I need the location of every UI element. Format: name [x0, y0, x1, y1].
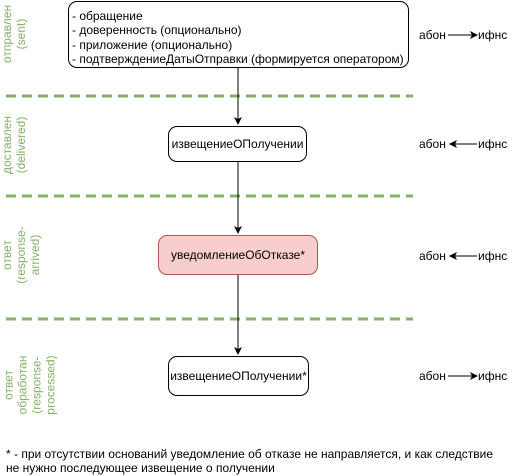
response-document-label: уведомлениеОбОтказе*: [170, 248, 306, 262]
stage-label-response-arrived: получен ответ (response-arrived): [0, 226, 42, 284]
party-from-label: абон: [419, 28, 446, 42]
party-from-label: абон: [419, 369, 446, 383]
sent-item-send-date-confirmation: - подтверждениеДатыОтправки (формируется…: [72, 52, 404, 67]
stage-label-response-processed: ответ обработан (response- processed): [1, 355, 58, 415]
delivered-document-box: извещениеОПолучении: [168, 126, 307, 162]
delivered-document-label: извещениеОПолучении: [171, 137, 304, 151]
sent-documents-box: - обращение - доверенность (опционально)…: [68, 1, 409, 68]
sent-item-appeal: - обращение: [72, 9, 143, 23]
party-to-label: ифнс: [478, 369, 508, 383]
party-from-label: абон: [419, 249, 446, 263]
processed-document-label: извещениеОПолучении*: [170, 369, 307, 383]
stage-label-sent: отправлен (sent): [0, 4, 28, 64]
party-to-label: ифнс: [478, 28, 508, 42]
party-to-label: ифнс: [478, 249, 508, 263]
response-document-box: уведомлениеОбОтказе*: [158, 235, 318, 275]
party-from-label: абон: [419, 137, 446, 151]
party-to-label: ифнс: [478, 137, 508, 151]
sent-item-attachment: - приложение (опционально): [72, 37, 233, 52]
sent-item-power-of-attorney: - доверенность (опционально): [72, 23, 242, 38]
processed-document-box: извещениеОПолучении*: [168, 356, 309, 396]
footnote: * - при отсутствии оснований уведомление…: [6, 447, 494, 476]
stage-label-delivered: доставлен (delivered): [0, 115, 28, 175]
